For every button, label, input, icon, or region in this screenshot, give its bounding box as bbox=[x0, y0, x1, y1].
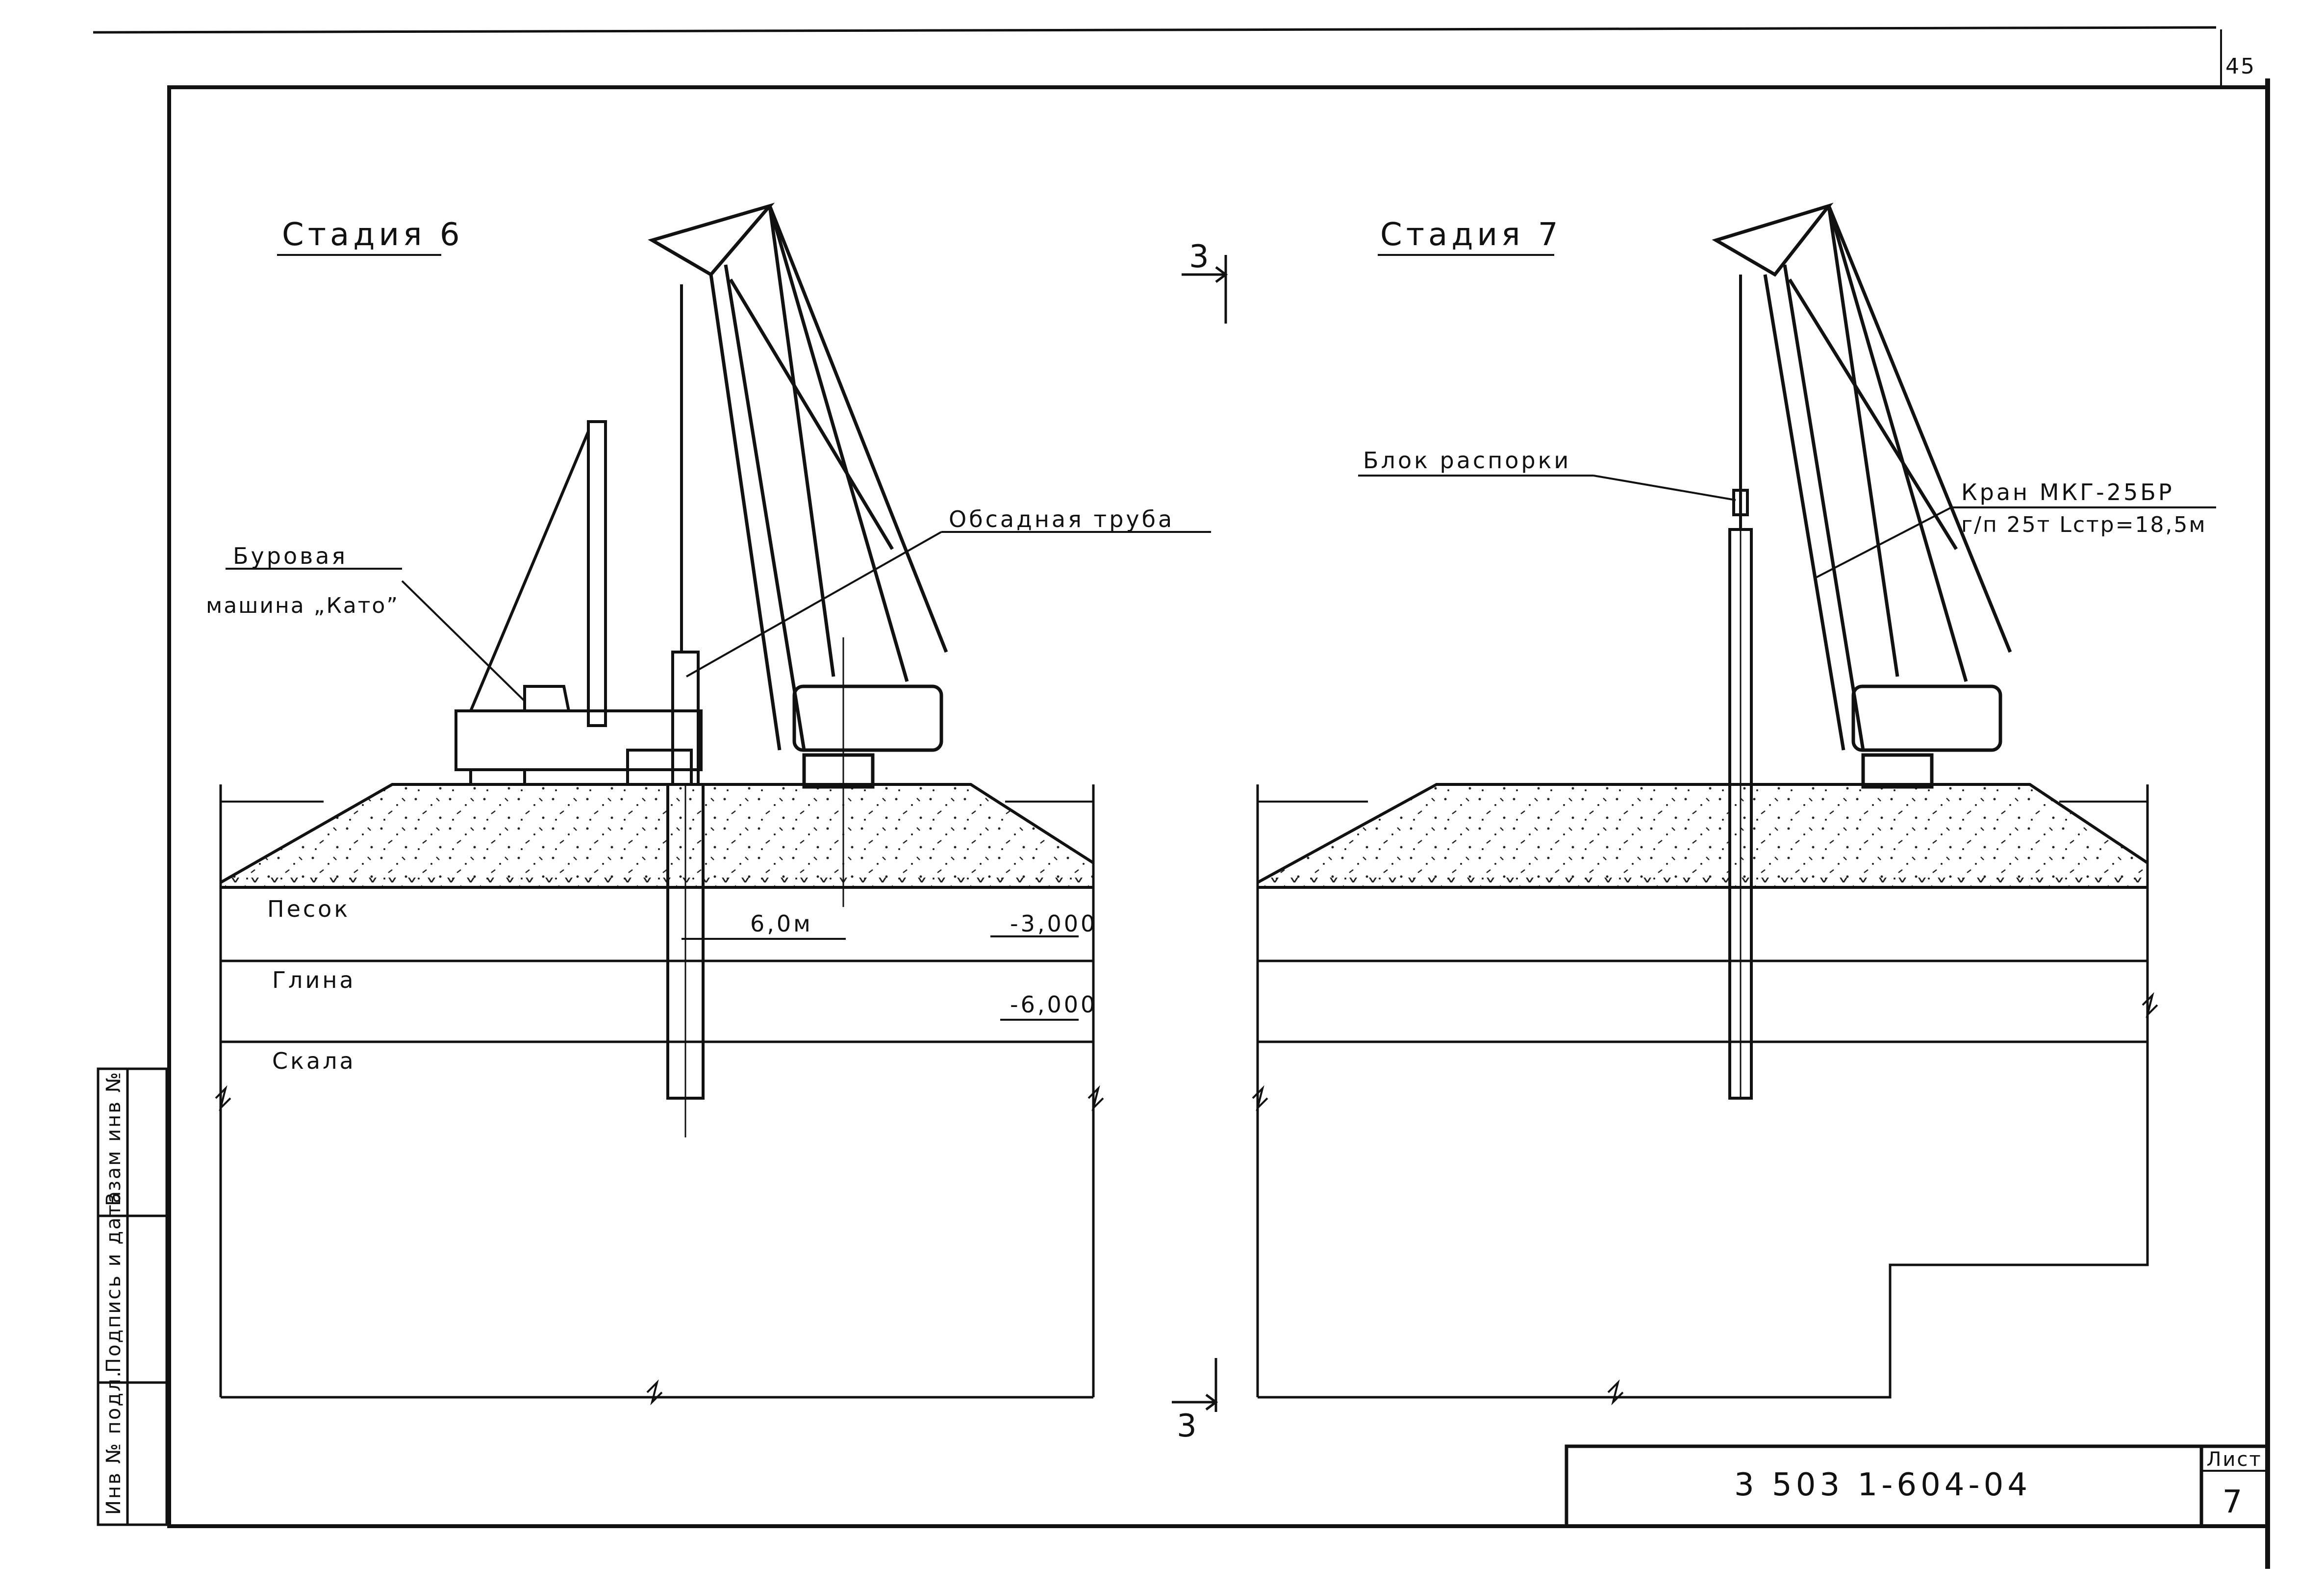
stage6-level-1: -3,000 bbox=[1010, 910, 1097, 937]
title-block bbox=[1565, 1444, 2270, 1528]
stage6-ground bbox=[215, 783, 1104, 1406]
stage6-layer-rock: Скала bbox=[272, 1048, 356, 1074]
stage6-casing-label: Обсадная труба bbox=[949, 506, 1174, 532]
stage7-crane-label-2: г/п 25т Lстр=18,5м bbox=[1961, 512, 2207, 537]
stage6-leaders bbox=[226, 254, 1211, 1021]
side-stamp-replace: Взам инв № bbox=[102, 1071, 125, 1206]
stage7-ground bbox=[1252, 783, 2158, 1406]
stage7-crane bbox=[1712, 202, 2012, 789]
stage6-title: Стадия 6 bbox=[282, 217, 464, 253]
stage6-layer-clay: Глина bbox=[272, 967, 356, 993]
page-number: 45 bbox=[2225, 54, 2256, 79]
stage6-level-2: -6,000 bbox=[1010, 991, 1097, 1018]
stage6-drill-label-1: Буровая bbox=[233, 543, 348, 569]
stage7-crane-label-1: Кран МКГ-25БР bbox=[1961, 479, 2174, 505]
section-mark-lines bbox=[1172, 255, 1228, 1412]
stage6-layer-sand: Песок bbox=[267, 896, 350, 922]
side-stamp-sign: Подпись и дата bbox=[102, 1190, 125, 1373]
stage7-block-label: Блок распорки bbox=[1363, 447, 1571, 474]
sheet-number: 7 bbox=[2223, 1484, 2247, 1520]
sheet-frame bbox=[93, 26, 2270, 1569]
stage7-pipe bbox=[1728, 275, 1753, 1100]
stage7-leaders bbox=[1358, 254, 2216, 579]
side-stamp bbox=[97, 1067, 168, 1526]
stage7-title: Стадия 7 bbox=[1380, 217, 1562, 253]
sheet-label: Лист bbox=[2206, 1448, 2262, 1471]
document-code: 3 503 1-604-04 bbox=[1734, 1467, 2031, 1503]
stage6-dimension: 6,0м bbox=[750, 910, 813, 937]
section-mark-bottom: 3 bbox=[1177, 1408, 1201, 1444]
section-mark-top: 3 bbox=[1189, 239, 1213, 275]
stage6-drill-label-2: машина „Като” bbox=[206, 593, 399, 618]
side-stamp-inv: Инв № подл. bbox=[102, 1370, 125, 1515]
stage6-drill-machine bbox=[455, 420, 703, 786]
